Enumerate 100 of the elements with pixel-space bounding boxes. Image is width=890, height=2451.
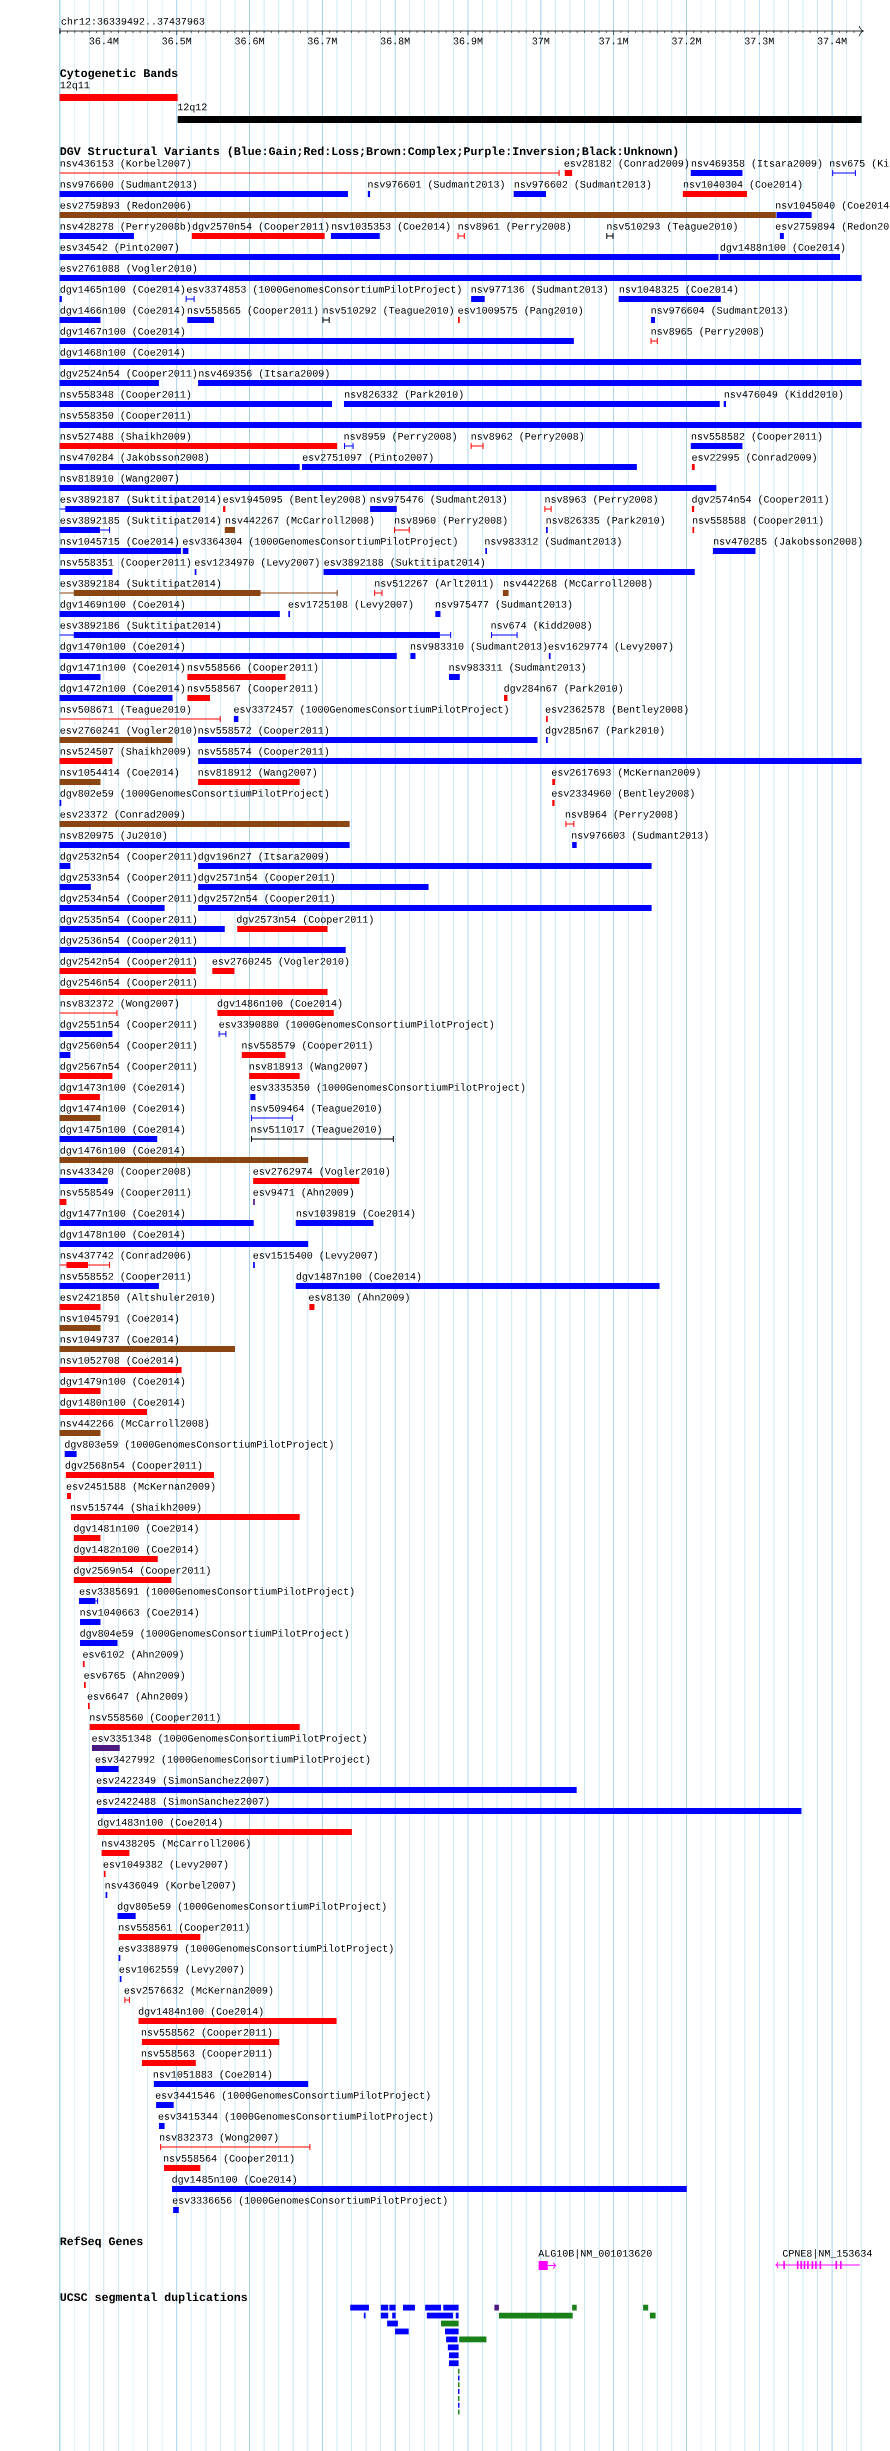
- variant-label: nsv558562 (Cooper2011): [141, 2028, 272, 2038]
- band-label: 12q11: [60, 81, 90, 91]
- variant-label: nsv558348 (Cooper2011): [60, 390, 191, 400]
- variant-label: nsv1045715 (Coe2014): [60, 537, 179, 547]
- variant-label: esv6765 (Ahn2009): [84, 1671, 184, 1681]
- variant-label: nsv558564 (Cooper2011): [164, 2154, 294, 2164]
- variant-label: nsv442267 (McCarroll2008): [225, 516, 374, 526]
- band-label: 12q12: [178, 103, 207, 113]
- variant-label: nsv826332 (Park2010): [345, 390, 463, 400]
- variant-label: esv2760245 (Vogler2010): [212, 957, 349, 967]
- variant-label: esv2421850 (Altshuler2010): [60, 1293, 215, 1303]
- variant-label: nsv476049 (Kidd2010): [724, 390, 843, 400]
- variant-label: dgv1480n100 (Coe2014): [60, 1398, 185, 1408]
- variant-label: esv34542 (Pinto2007): [60, 243, 179, 253]
- variant-label: nsv428278 (Perry2008b): [60, 222, 191, 232]
- tick-label: 36.4M: [89, 37, 119, 45]
- variant-label: esv1629774 (Levy2007): [548, 642, 673, 652]
- tick-label: 36.9M: [453, 37, 483, 45]
- variant-label: esv1725108 (Levy2007): [288, 600, 413, 610]
- variant-label: dgv1485n100 (Coe2014): [172, 2175, 296, 2185]
- variant-label: nsv527488 (Shaikh2009): [60, 432, 191, 442]
- variant-label: nsv1039819 (Coe2014): [296, 1209, 415, 1219]
- variant-label: esv3385691 (1000GenomesConsortiumPilotProject): [79, 1587, 354, 1597]
- variant-label: nsv558561 (Cooper2011): [119, 1923, 249, 1933]
- variant-label: esv2761088 (Vogler2010): [60, 264, 197, 274]
- variant-label: nsv558351 (Cooper2011): [60, 558, 191, 568]
- variant-label: dgv803e59 (1000GenomesConsortiumPilotProject): [65, 1440, 333, 1450]
- variant-label: dgv2524n54 (Cooper2011): [60, 369, 197, 379]
- variant-label: esv3415344 (1000GenomesConsortiumPilotProject): [158, 2112, 433, 2122]
- variant-label: dgv1477n100 (Coe2014): [60, 1209, 185, 1219]
- variant-label: nsv1051883 (Coe2014): [153, 2070, 272, 2080]
- variant-label: dgv1469n100 (Coe2014): [60, 600, 185, 610]
- variant-label: dgv285n67 (Park2010): [545, 726, 664, 736]
- track-title: Cytogenetic Bands: [60, 68, 178, 80]
- variant-label: nsv515744 (Shaikh2009): [70, 1503, 201, 1513]
- variant-label: dgv2573n54 (Cooper2011): [237, 915, 373, 925]
- variant-label: esv1945095 (Bentley2008): [223, 495, 366, 505]
- variant-label: nsv1045791 (Coe2014): [60, 1314, 179, 1324]
- position-label: chr12:36339492..37437963: [61, 17, 205, 25]
- variant-label: dgv1483n100 (Coe2014): [97, 1818, 222, 1828]
- variant-label: dgv1487n100 (Coe2014): [296, 1272, 421, 1282]
- variant-label: dgv1482n100 (Coe2014): [74, 1545, 198, 1555]
- variant-label: esv8130 (Ahn2009): [309, 1293, 409, 1303]
- variant-label: nsv832373 (Wong2007): [160, 2133, 278, 2143]
- variant-label: nsv977136 (Sudmant2013): [471, 285, 608, 295]
- variant-label: esv3892187 (Suktitipat2014): [60, 495, 221, 505]
- variant-label: dgv1467n100 (Coe2014): [60, 327, 185, 337]
- variant-label: esv3892184 (Suktitipat2014): [60, 579, 221, 589]
- variant-label: dgv2567n54 (Cooper2011): [60, 1062, 197, 1072]
- variant-label: dgv2546n54 (Cooper2011): [60, 978, 197, 988]
- variant-label: nsv820975 (Ju2010): [60, 831, 167, 841]
- variant-label: nsv469358 (Itsara2009): [691, 159, 822, 169]
- variant-label: esv2422488 (SimonSanchez2007): [96, 1797, 269, 1807]
- variant-label: nsv983312 (Sudmant2013): [485, 537, 621, 547]
- variant-label: nsv8965 (Perry2008): [651, 327, 763, 337]
- variant-label: nsv1035353 (Coe2014): [332, 222, 450, 232]
- variant-label: nsv976603 (Sudmant2013): [572, 831, 708, 841]
- variant-label: dgv2569n54 (Cooper2011): [74, 1566, 210, 1576]
- variant-label: nsv438205 (McCarroll2006): [102, 1839, 250, 1849]
- variant-label: nsv832372 (Wong2007): [60, 999, 179, 1009]
- variant-label: nsv1040304 (Coe2014): [683, 180, 802, 190]
- variant-label: dgv1488n100 (Coe2014): [720, 243, 845, 253]
- variant-label: dgv2570n54 (Cooper2011): [192, 222, 329, 232]
- variant-label: esv3335350 (1000GenomesConsortiumPilotProject): [250, 1083, 525, 1093]
- variant-label: esv3351348 (1000GenomesConsortiumPilotProject): [92, 1734, 366, 1744]
- variant-label: nsv818913 (Wang2007): [249, 1062, 368, 1072]
- variant-label: dgv802e59 (1000GenomesConsortiumPilotProject): [60, 789, 329, 799]
- variant-label: nsv437742 (Conrad2006): [60, 1251, 191, 1261]
- variant-label: esv28182 (Conrad2009): [564, 159, 689, 169]
- variant-label: nsv512267 (Arlt2011): [375, 579, 493, 589]
- variant-label: esv3427992 (1000GenomesConsortiumPilotProject): [95, 1755, 370, 1765]
- variant-label: esv2422349 (SimonSanchez2007): [96, 1776, 269, 1786]
- variant-label: esv6102 (Ahn2009): [83, 1650, 183, 1660]
- variant-label: dgv2542n54 (Cooper2011): [60, 957, 197, 967]
- variant-label: dgv2535n54 (Cooper2011): [60, 915, 197, 925]
- variant-label: dgv1465n100 (Coe2014): [60, 285, 185, 295]
- tick-label: 37M: [532, 37, 550, 45]
- variant-label: dgv1478n100 (Coe2014): [60, 1230, 185, 1240]
- variant-label: nsv470284 (Jakobsson2008): [60, 453, 209, 463]
- variant-label: nsv558582 (Cooper2011): [691, 432, 822, 442]
- variant-label: esv3892185 (Suktitipat2014): [60, 516, 221, 526]
- variant-label: nsv983310 (Sudmant2013): [410, 642, 547, 652]
- variant-label: nsv558579 (Cooper2011): [242, 1041, 372, 1051]
- variant-label: esv1009575 (Pang2010): [458, 306, 582, 316]
- variant-label: dgv804e59 (1000GenomesConsortiumPilotProject): [80, 1629, 348, 1639]
- variant-label: esv6647 (Ahn2009): [87, 1692, 188, 1702]
- variant-label: nsv976602 (Sudmant2013): [514, 180, 651, 190]
- variant-label: dgv1468n100 (Coe2014): [60, 348, 185, 358]
- variant-label: nsv558567 (Cooper2011): [187, 684, 318, 694]
- variant-label: dgv1475n100 (Coe2014): [60, 1125, 185, 1135]
- variant-label: nsv8963 (Perry2008): [545, 495, 657, 505]
- variant-label: esv3364304 (1000GenomesConsortiumPilotProject): [183, 537, 457, 547]
- variant-label: dgv2534n54 (Cooper2011): [60, 894, 197, 904]
- variant-label: nsv558563 (Cooper2011): [141, 2049, 272, 2059]
- variant-label: nsv433420 (Cooper2008): [60, 1167, 191, 1177]
- variant-label: dgv2571n54 (Cooper2011): [198, 873, 335, 883]
- variant-label: dgv1472n100 (Coe2014): [60, 684, 185, 694]
- variant-label: dgv1484n100 (Coe2014): [138, 2007, 263, 2017]
- variant-label: dgv284n67 (Park2010): [504, 684, 622, 694]
- variant-label: dgv2560n54 (Cooper2011): [60, 1041, 197, 1051]
